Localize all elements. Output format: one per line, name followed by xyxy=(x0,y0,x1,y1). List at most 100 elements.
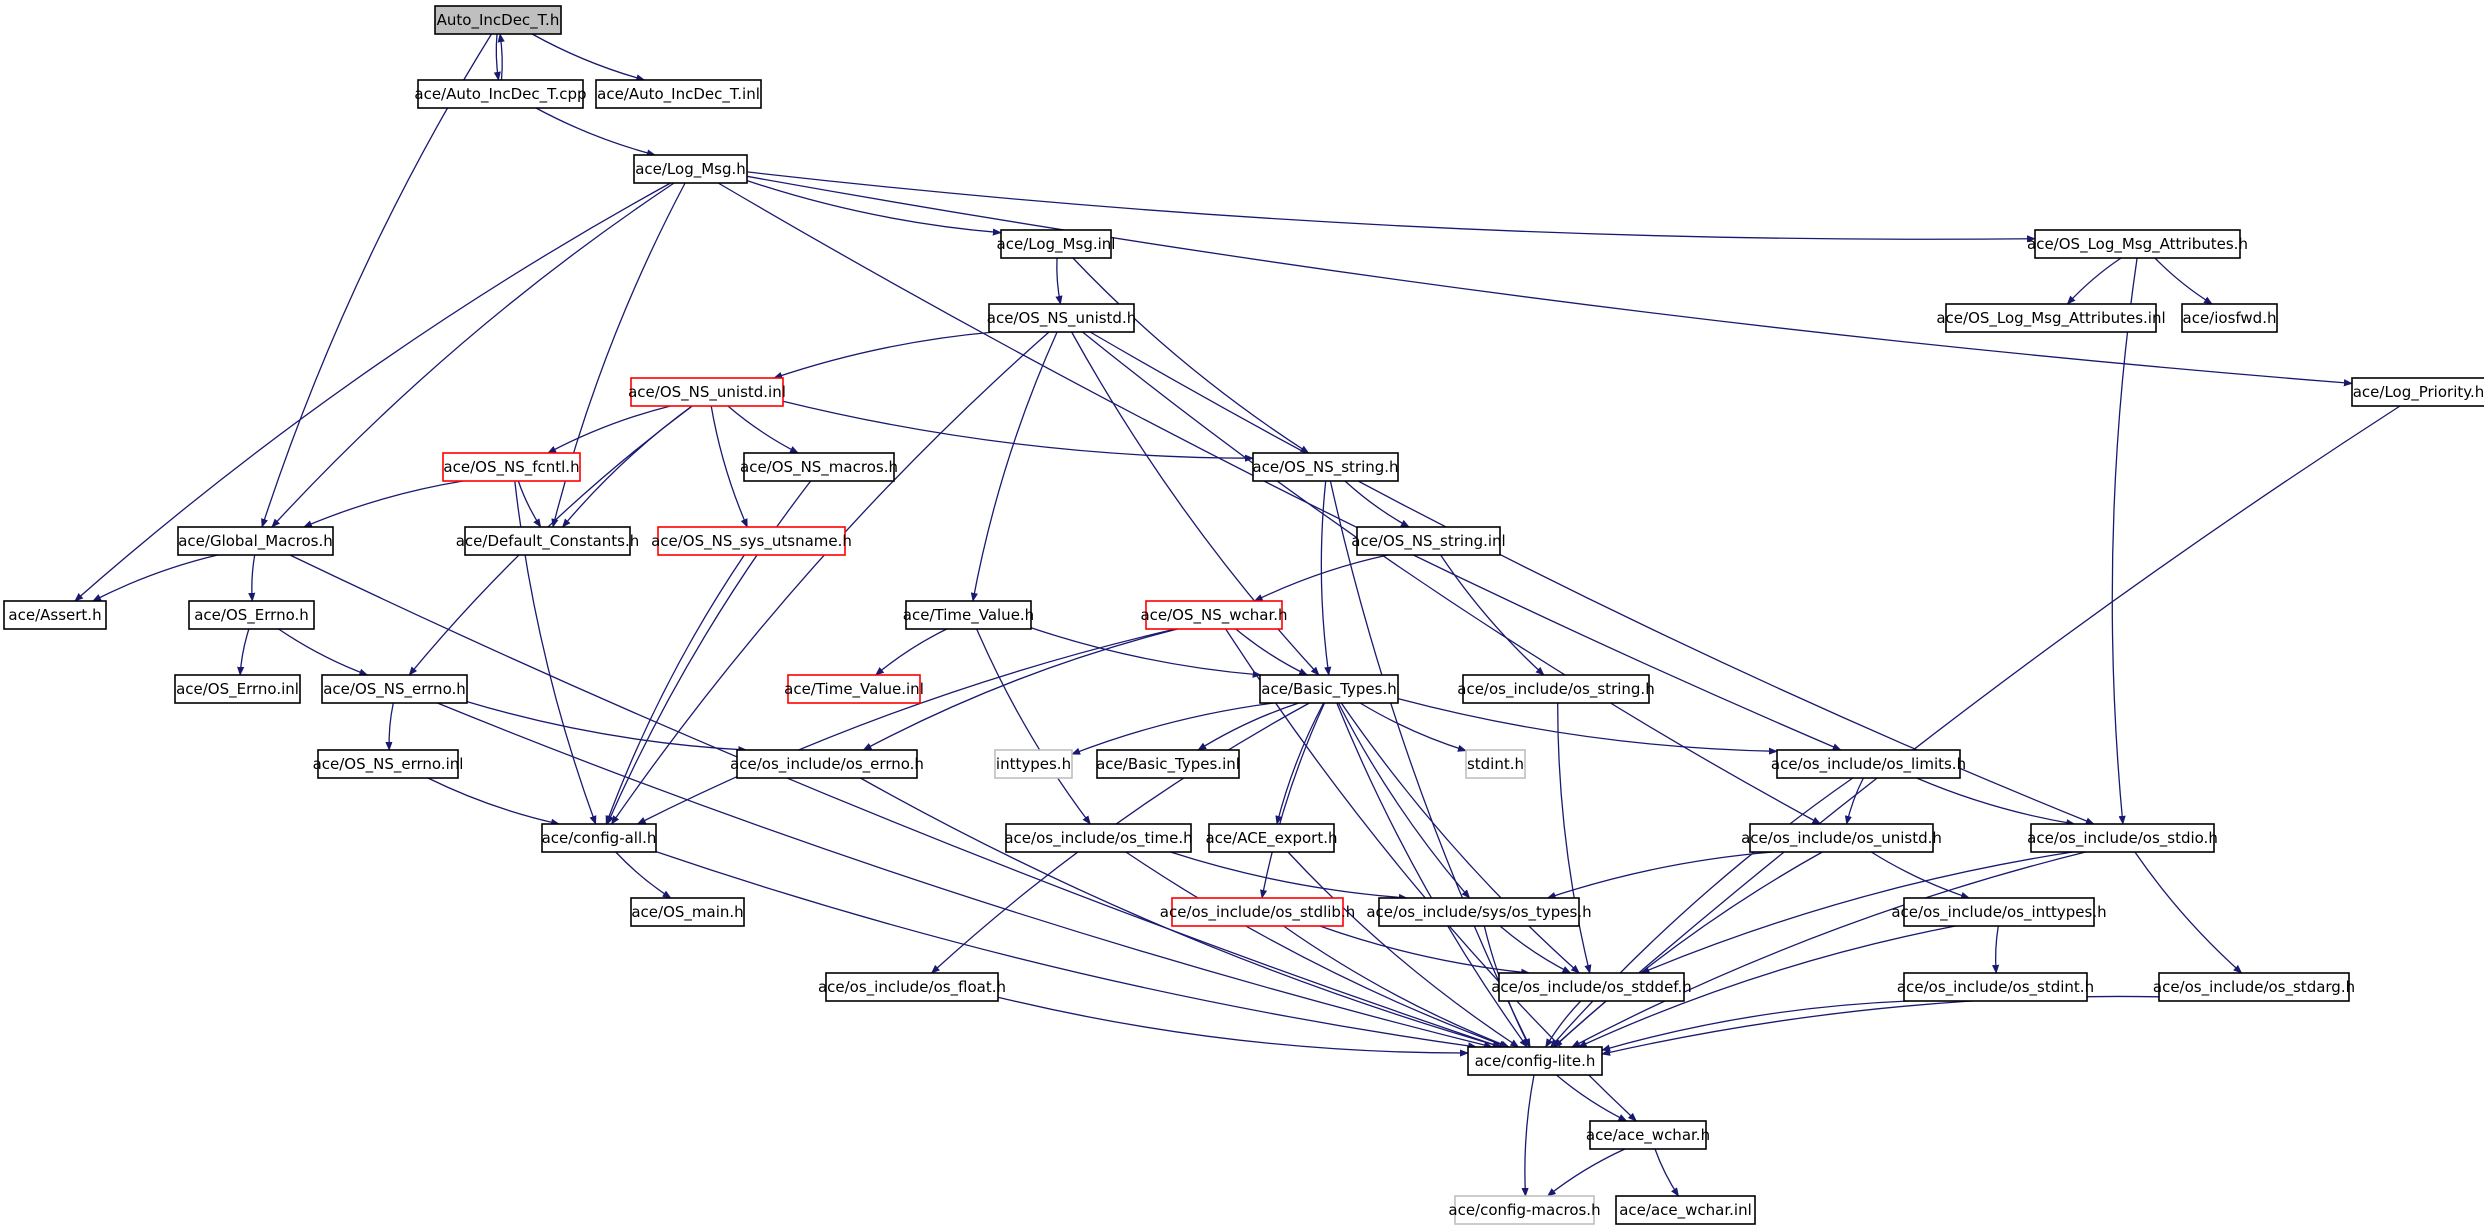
node-inl[interactable]: ace/Auto_IncDec_T.inl xyxy=(595,79,762,109)
node-oserrnoh[interactable]: ace/os_include/os_errno.h xyxy=(730,749,924,779)
node-cpp[interactable]: ace/Auto_IncDec_T.cpp xyxy=(414,79,587,109)
node-logmsginl[interactable]: ace/Log_Msg.inl xyxy=(997,229,1116,259)
node-configall[interactable]: ace/config-all.h xyxy=(541,823,657,853)
node-box[interactable] xyxy=(595,79,762,109)
node-osstdint[interactable]: ace/os_include/os_stdint.h xyxy=(1897,972,2094,1002)
node-osinttypes[interactable]: ace/os_include/os_inttypes.h xyxy=(1891,897,2107,927)
node-assert[interactable]: ace/Assert.h xyxy=(3,600,107,630)
node-osstdarg[interactable]: ace/os_include/os_stdarg.h xyxy=(2153,972,2355,1002)
node-unistd[interactable]: ace/OS_NS_unistd.h xyxy=(987,303,1136,333)
node-box[interactable] xyxy=(1945,303,2157,333)
node-nserrno[interactable]: ace/OS_NS_errno.h xyxy=(321,674,468,704)
node-box[interactable] xyxy=(630,377,784,407)
node-box[interactable] xyxy=(743,452,895,482)
node-nsstringinl[interactable]: ace/OS_NS_string.inl xyxy=(1351,526,1506,556)
node-box[interactable] xyxy=(321,674,468,704)
node-nswchar[interactable]: ace/OS_NS_wchar.h xyxy=(1140,600,1288,630)
node-oslmattr[interactable]: ace/OS_Log_Msg_Attributes.h xyxy=(2027,229,2248,259)
node-box[interactable] xyxy=(1000,229,1112,259)
node-box[interactable] xyxy=(657,526,846,556)
node-root[interactable]: Auto_IncDec_T.h xyxy=(434,5,562,35)
node-box[interactable] xyxy=(1356,526,1501,556)
node-iosfwd[interactable]: ace/iosfwd.h xyxy=(2181,303,2278,333)
node-box[interactable] xyxy=(1145,600,1283,630)
node-box[interactable] xyxy=(1467,1046,1603,1076)
node-box[interactable] xyxy=(787,674,921,704)
node-unistdinl[interactable]: ace/OS_NS_unistd.inl xyxy=(628,377,786,407)
node-box[interactable] xyxy=(988,303,1135,333)
node-box[interactable] xyxy=(1776,749,1961,779)
node-box[interactable] xyxy=(1171,897,1344,927)
node-box[interactable] xyxy=(630,897,745,927)
node-systypes[interactable]: ace/os_include/sys/os_types.h xyxy=(1366,897,1592,927)
node-box[interactable] xyxy=(1589,1120,1707,1150)
node-box[interactable] xyxy=(1903,972,2088,1002)
node-logprio[interactable]: ace/Log_Priority.h xyxy=(2351,377,2484,407)
node-box[interactable] xyxy=(2030,823,2215,853)
node-box[interactable] xyxy=(1378,897,1580,927)
node-box[interactable] xyxy=(1903,897,2095,927)
node-oslimits[interactable]: ace/os_include/os_limits.h xyxy=(1771,749,1966,779)
node-box[interactable] xyxy=(2034,229,2241,259)
node-box[interactable] xyxy=(417,79,584,109)
node-osstring[interactable]: ace/os_include/os_string.h xyxy=(1457,674,1655,704)
node-nsmacros[interactable]: ace/OS_NS_macros.h xyxy=(740,452,898,482)
node-box[interactable] xyxy=(2158,972,2350,1002)
node-box[interactable] xyxy=(3,600,107,630)
node-box[interactable] xyxy=(1615,1195,1756,1225)
node-box[interactable] xyxy=(1462,674,1650,704)
node-osstddef[interactable]: ace/os_include/os_stddef.h xyxy=(1491,972,1692,1002)
node-box[interactable] xyxy=(188,600,315,630)
node-inttypes[interactable]: inttypes.h xyxy=(994,749,1073,779)
node-box[interactable] xyxy=(905,600,1032,630)
node-logmsg[interactable]: ace/Log_Msg.h xyxy=(633,154,748,184)
node-basictypesinl[interactable]: ace/Basic_Types.inl xyxy=(1096,749,1240,779)
node-basictypes[interactable]: ace/Basic_Types.h xyxy=(1259,674,1399,704)
node-box[interactable] xyxy=(317,749,459,779)
node-osmain[interactable]: ace/OS_main.h xyxy=(630,897,745,927)
node-globalmacros[interactable]: ace/Global_Macros.h xyxy=(177,526,334,556)
node-box[interactable] xyxy=(1498,972,1685,1002)
node-box[interactable] xyxy=(1749,823,1934,853)
node-box[interactable] xyxy=(736,749,918,779)
node-osstdlib[interactable]: ace/os_include/os_stdlib.h xyxy=(1160,897,1355,927)
node-box[interactable] xyxy=(1005,823,1192,853)
node-configmacros[interactable]: ace/config-macros.h xyxy=(1448,1195,1601,1225)
node-acewchar[interactable]: ace/ace_wchar.h xyxy=(1586,1120,1710,1150)
node-box[interactable] xyxy=(2351,377,2484,407)
node-timevalueinl[interactable]: ace/Time_Value.inl xyxy=(784,674,924,704)
node-nsstring[interactable]: ace/OS_NS_string.h xyxy=(1252,452,1399,482)
node-box[interactable] xyxy=(434,5,562,35)
node-box[interactable] xyxy=(633,154,748,184)
node-box[interactable] xyxy=(825,972,999,1002)
node-box[interactable] xyxy=(1208,823,1335,853)
node-box[interactable] xyxy=(541,823,657,853)
node-box[interactable] xyxy=(174,674,301,704)
node-box[interactable] xyxy=(464,526,631,556)
node-utsname[interactable]: ace/OS_NS_sys_utsname.h xyxy=(651,526,852,556)
node-box[interactable] xyxy=(1096,749,1240,779)
node-osstdio[interactable]: ace/os_include/os_stdio.h xyxy=(2027,823,2218,853)
node-box[interactable] xyxy=(1454,1195,1595,1225)
node-box[interactable] xyxy=(1465,749,1526,779)
node-box[interactable] xyxy=(1252,452,1399,482)
node-box[interactable] xyxy=(442,452,581,482)
node-osunistd[interactable]: ace/os_include/os_unistd.h xyxy=(1741,823,1942,853)
node-configlite[interactable]: ace/config-lite.h xyxy=(1467,1046,1603,1076)
node-stdint[interactable]: stdint.h xyxy=(1465,749,1526,779)
node-timevalue[interactable]: ace/Time_Value.h xyxy=(903,600,1034,630)
node-box[interactable] xyxy=(1259,674,1399,704)
node-oslmattrinl[interactable]: ace/OS_Log_Msg_Attributes.inl xyxy=(1936,303,2166,333)
node-aceexport[interactable]: ace/ACE_export.h xyxy=(1205,823,1338,853)
node-ostime[interactable]: ace/os_include/os_time.h xyxy=(1004,823,1193,853)
node-defconst[interactable]: ace/Default_Constants.h xyxy=(456,526,640,556)
node-osfloat[interactable]: ace/os_include/os_float.h xyxy=(818,972,1006,1002)
node-box[interactable] xyxy=(2181,303,2278,333)
node-box[interactable] xyxy=(994,749,1073,779)
node-fcntl[interactable]: ace/OS_NS_fcntl.h xyxy=(442,452,581,482)
node-nserrnoinl[interactable]: ace/OS_NS_errno.inl xyxy=(313,749,464,779)
node-oserrnoinl[interactable]: ace/OS_Errno.inl xyxy=(174,674,301,704)
node-acewcharinl[interactable]: ace/ace_wchar.inl xyxy=(1615,1195,1756,1225)
node-oserrno[interactable]: ace/OS_Errno.h xyxy=(188,600,315,630)
node-box[interactable] xyxy=(177,526,334,556)
